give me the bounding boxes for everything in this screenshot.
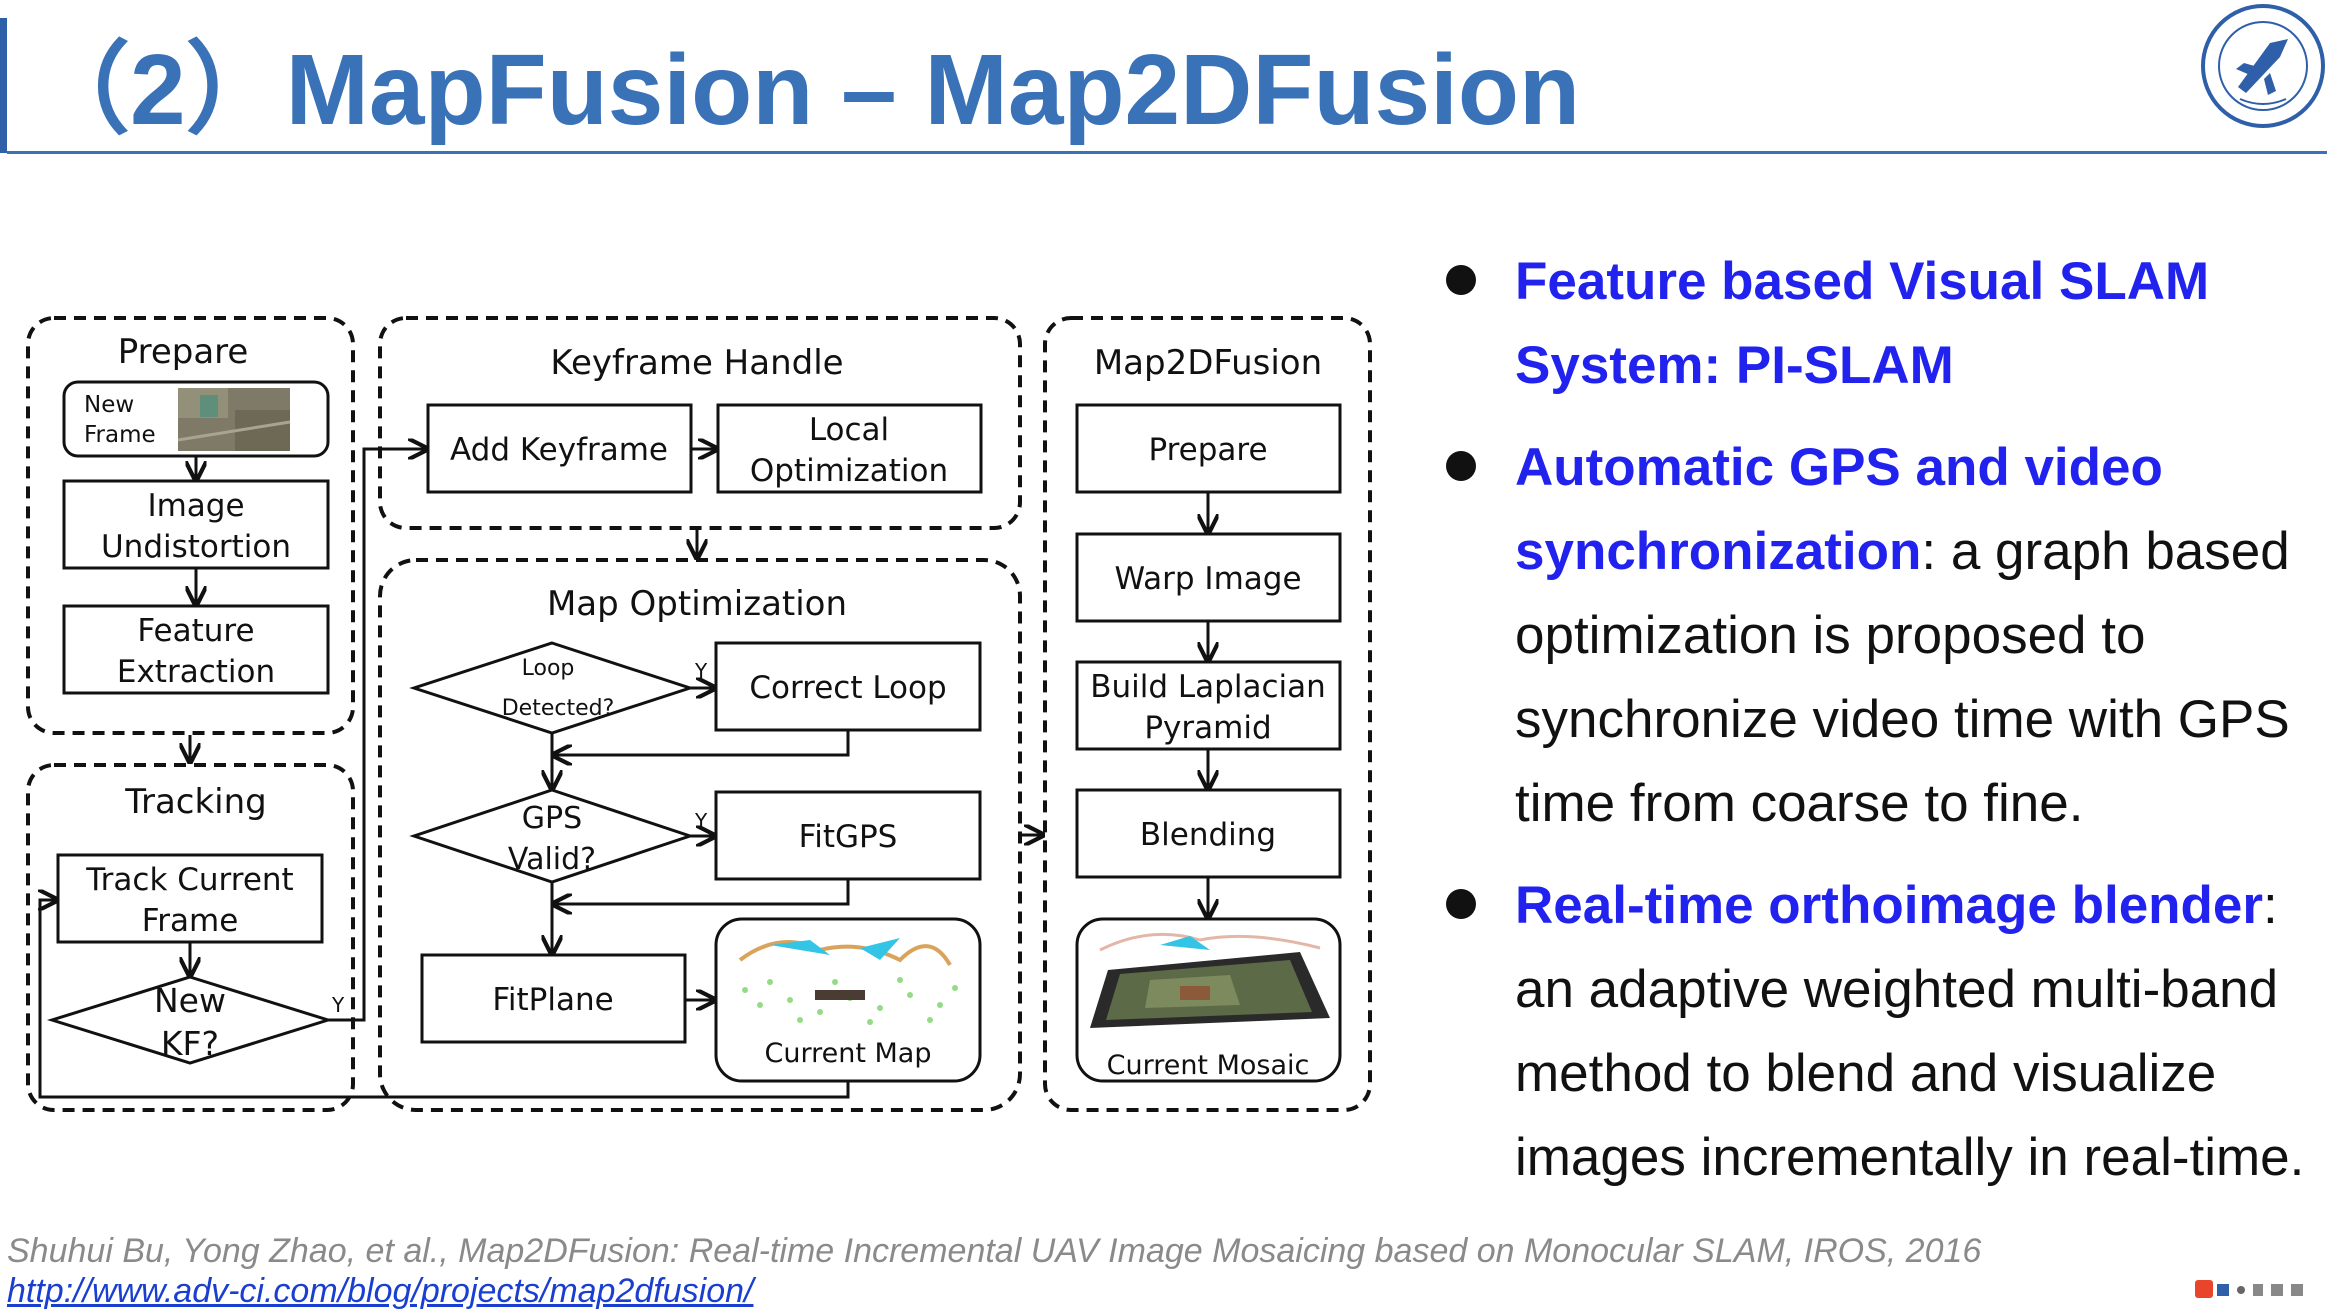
- loop-label-1: Loop: [522, 656, 575, 681]
- current-map-image: [738, 938, 958, 1025]
- bullet-dot: [1446, 265, 1476, 295]
- project-link[interactable]: http://www.adv-ci.com/blog/projects/map2…: [7, 1272, 754, 1310]
- input-method-badge-icon: [2195, 1280, 2303, 1298]
- warp-image-label: Warp Image: [1114, 561, 1301, 597]
- m2d-prepare-label: Prepare: [1148, 432, 1267, 468]
- fitplane-box: [420, 953, 687, 1044]
- fitgps-box: [714, 790, 982, 881]
- bullet-item: Feature based Visual SLAM System: PI-SLA…: [1440, 240, 2330, 408]
- track-label-1: Track Current: [85, 862, 293, 898]
- new-frame-label-2: Frame: [84, 422, 156, 448]
- add-keyframe-label: Add Keyframe: [450, 432, 668, 468]
- arrow-newkf-keyframe: [328, 449, 427, 1022]
- correct-loop-label: Correct Loop: [749, 670, 946, 706]
- prepare-title: Prepare: [118, 332, 249, 372]
- m2d-prepare-box: [1075, 403, 1342, 494]
- mapopt-title: Map Optimization: [547, 584, 847, 624]
- gps-label-1: GPS: [522, 801, 582, 836]
- pipeline-diagram: Prepare Tracking Keyframe Handle Map Opt…: [26, 316, 1372, 1112]
- keyframe-title: Keyframe Handle: [550, 343, 843, 383]
- slide-title: （2）MapFusion – Map2DFusion: [30, 34, 1581, 146]
- arrow-loop-back-tracking: [40, 900, 850, 1099]
- undistortion-label-1: Image: [147, 488, 244, 524]
- current-mosaic-label: Current Mosaic: [1107, 1050, 1310, 1081]
- undistortion-box: [62, 479, 330, 570]
- blending-label: Blending: [1140, 817, 1276, 853]
- track-label-2: Frame: [142, 903, 239, 939]
- loop-yes: Y: [694, 659, 708, 683]
- new-kf-label-1: New: [154, 981, 226, 1020]
- university-seal-logo: [2201, 4, 2325, 128]
- bullet-item: Real-time orthoimage blender: an adaptiv…: [1440, 864, 2330, 1200]
- arrow-correct-merge: [553, 730, 850, 755]
- bullet-dot: [1446, 889, 1476, 919]
- current-mosaic-image: [1090, 932, 1330, 1028]
- arrow-fitgps-merge: [553, 879, 850, 904]
- laplacian-label-2: Pyramid: [1144, 710, 1271, 746]
- new-kf-yes: Y: [331, 993, 345, 1017]
- bullet-dot: [1446, 451, 1476, 481]
- local-opt-label-1: Local: [809, 412, 889, 448]
- new-frame-label-1: New: [84, 392, 134, 418]
- bullet-highlight: Real-time orthoimage blender: [1515, 876, 2264, 935]
- gps-label-2: Valid?: [508, 842, 596, 877]
- tracking-title: Tracking: [124, 782, 267, 822]
- map2d-title: Map2DFusion: [1094, 343, 1322, 383]
- bullet-highlight: Feature based Visual SLAM System: PI-SLA…: [1515, 252, 2210, 395]
- bullet-text: : a graph based optimization is proposed…: [1515, 522, 2290, 833]
- gps-yes: Y: [694, 809, 708, 833]
- title-accent-bar: [0, 18, 7, 153]
- citation-text: Shuhui Bu, Yong Zhao, et al., Map2DFusio…: [7, 1232, 1982, 1270]
- feature-label-2: Extraction: [117, 654, 275, 690]
- bullet-item: Automatic GPS and video synchronization:…: [1440, 426, 2330, 846]
- local-opt-label-2: Optimization: [750, 453, 948, 489]
- bullet-highlight: Automatic GPS and video synchronization: [1515, 438, 2163, 581]
- laplacian-label-1: Build Laplacian: [1090, 669, 1326, 705]
- undistortion-label-2: Undistortion: [101, 529, 291, 565]
- fitgps-label: FitGPS: [799, 819, 898, 855]
- local-opt-box: [716, 403, 983, 494]
- group-tracking: [26, 763, 355, 1112]
- correct-loop-box: [714, 641, 982, 732]
- loop-label-2: Detected?: [502, 696, 615, 721]
- feature-label-1: Feature: [137, 613, 254, 649]
- bullet-text: : an adaptive weighted multi-band method…: [1515, 876, 2305, 1187]
- group-map2d: [1043, 316, 1372, 1112]
- new-kf-decision: [46, 975, 334, 1065]
- fitplane-label: FitPlane: [492, 982, 613, 1018]
- bullet-list: Feature based Visual SLAM System: PI-SLA…: [1440, 240, 2330, 1218]
- feature-extraction-box: [62, 604, 330, 695]
- laplacian-box: [1075, 660, 1342, 751]
- new-kf-label-2: KF?: [161, 1024, 219, 1063]
- new-frame-thumbnail: [177, 388, 291, 451]
- current-map-label: Current Map: [765, 1038, 932, 1069]
- track-frame-box: [56, 853, 324, 944]
- group-keyframe: [378, 316, 1022, 530]
- title-underline: [7, 151, 2327, 154]
